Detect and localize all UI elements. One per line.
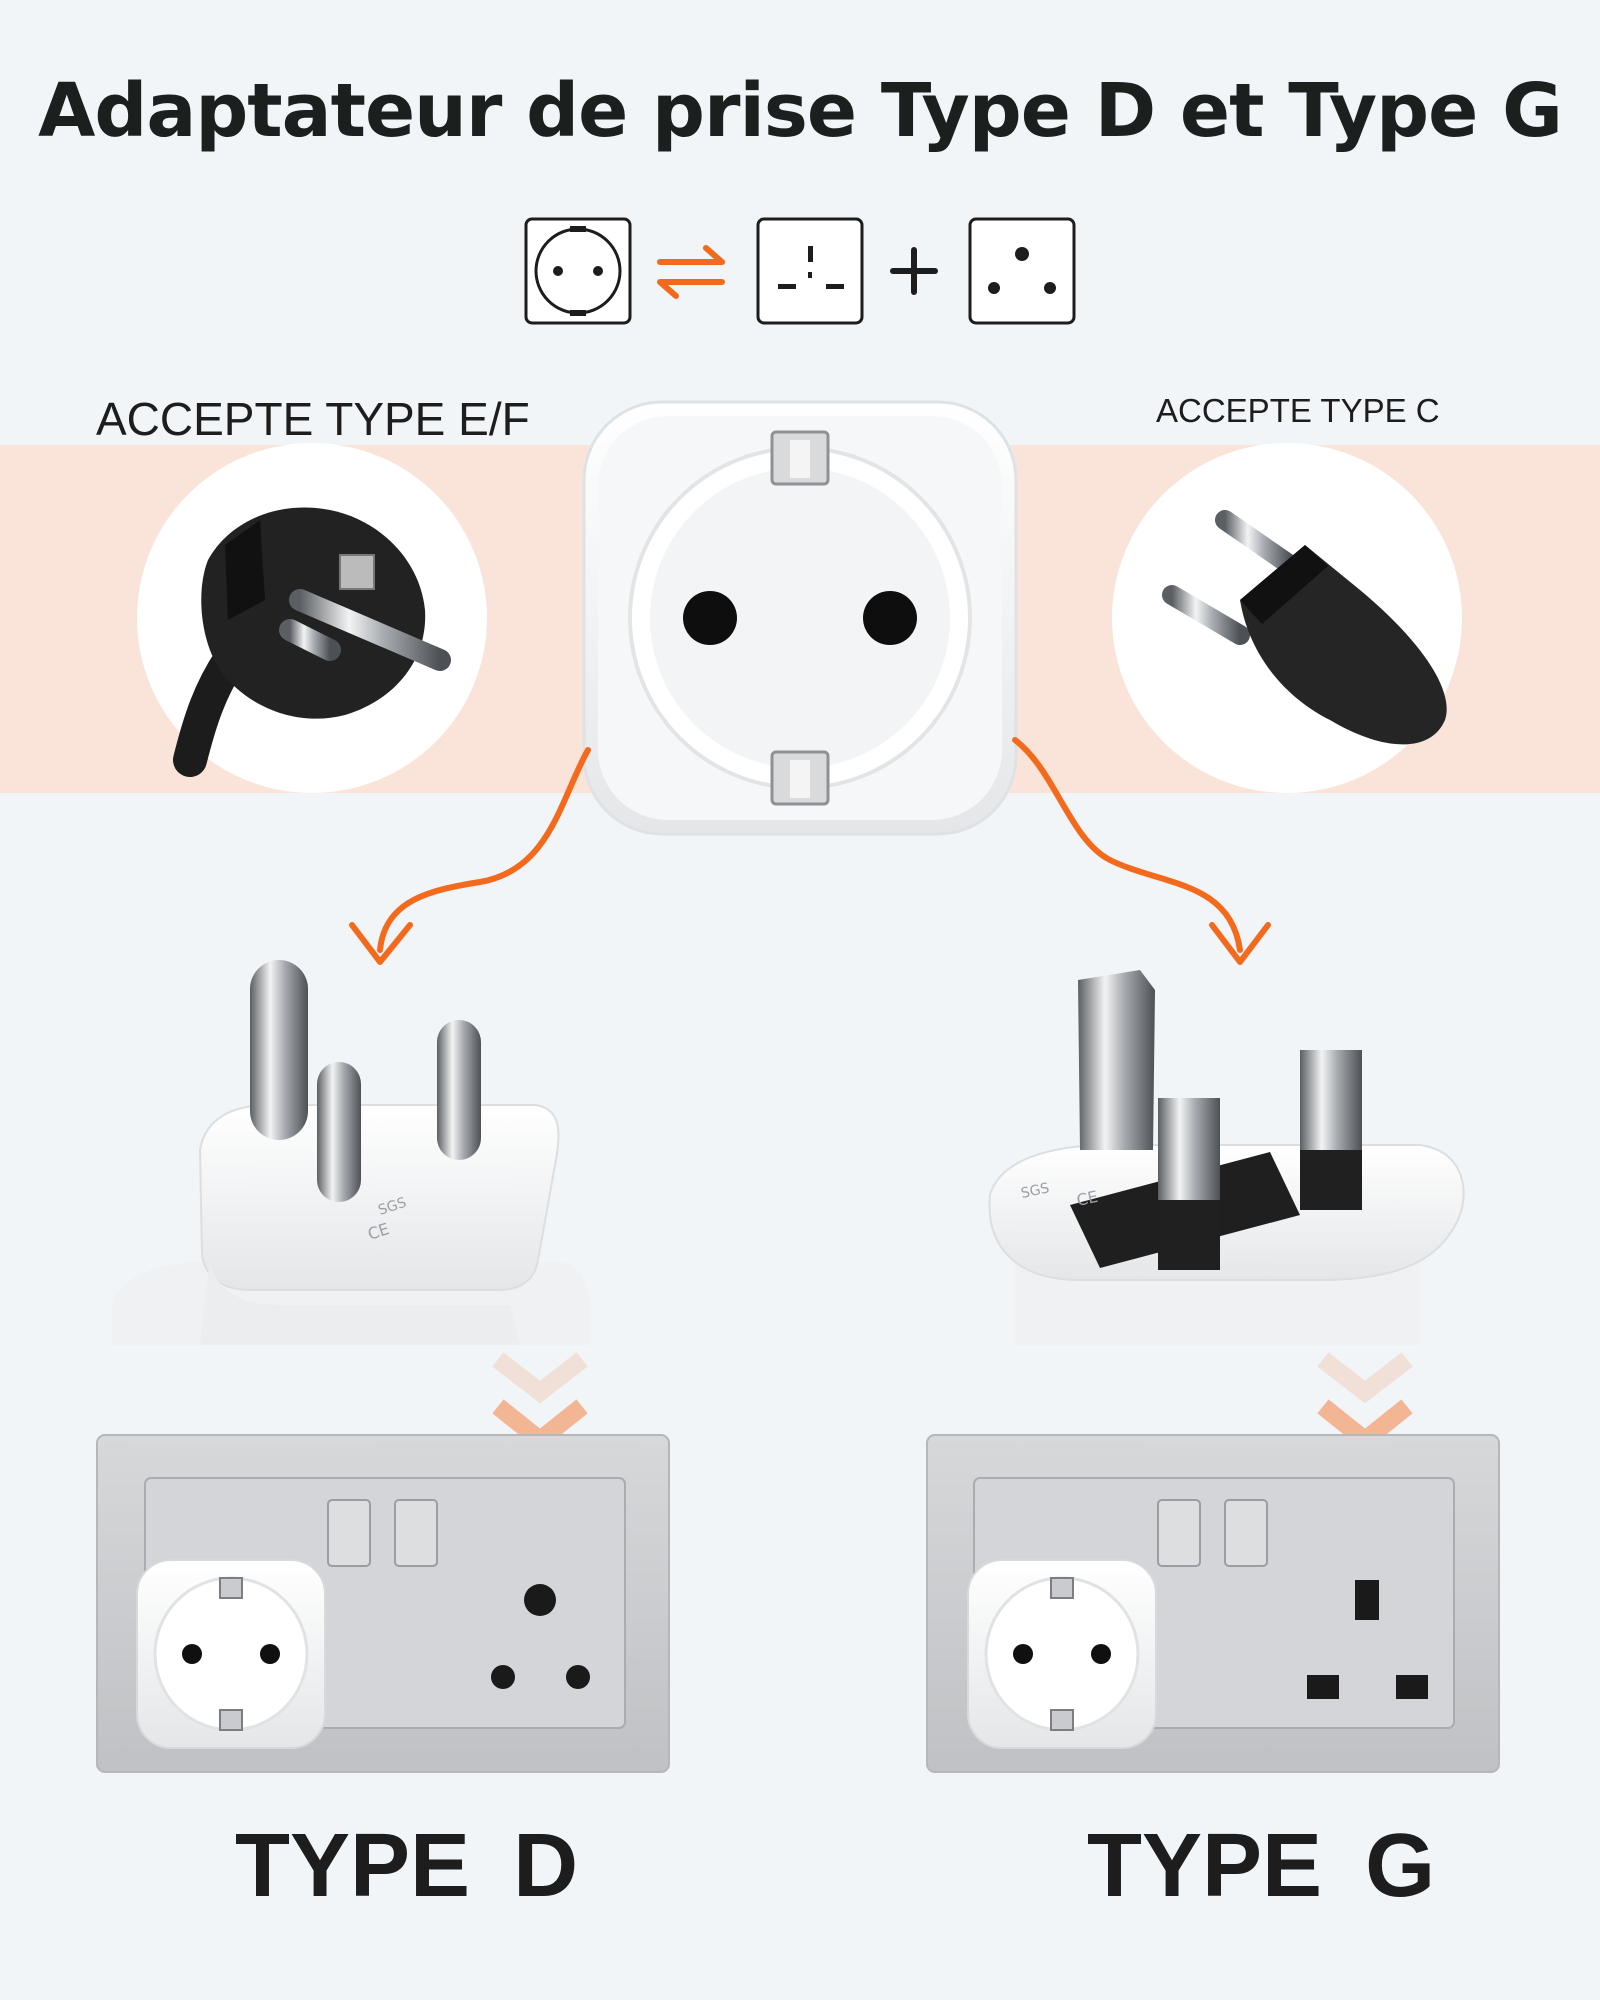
svg-text:SGS: SGS <box>1020 1180 1051 1202</box>
central-adapter-socket <box>582 400 1018 836</box>
type-d-wall-socket <box>96 1434 670 1773</box>
arrow-to-type-g <box>1012 737 1271 965</box>
type-e-f-plug-icon <box>137 443 487 793</box>
type-m-pattern-icon <box>968 217 1076 325</box>
plus-icon <box>890 247 938 295</box>
type-d-label: TYPE D <box>235 1816 579 1916</box>
accepts-type-ef-label: ACCEPTE TYPE E/F <box>96 393 530 445</box>
svg-text:CE: CE <box>1075 1187 1100 1210</box>
arrow-to-type-d <box>349 747 591 965</box>
type-d-pattern-icon <box>756 217 864 325</box>
type-g-wall-socket <box>926 1434 1500 1773</box>
swap-arrows-icon <box>657 245 725 299</box>
type-g-label: TYPE G <box>1087 1816 1436 1916</box>
page-title: Adaptateur de prise Type D et Type G <box>38 68 1563 154</box>
type-c-plug-icon <box>1112 443 1462 793</box>
type-d-adapter: SGS CE <box>112 960 591 1345</box>
type-g-adapter: SGS CE <box>988 970 1465 1345</box>
accepts-type-c-label: ACCEPTE TYPE C <box>1156 392 1440 429</box>
schuko-socket-icon <box>524 217 632 325</box>
